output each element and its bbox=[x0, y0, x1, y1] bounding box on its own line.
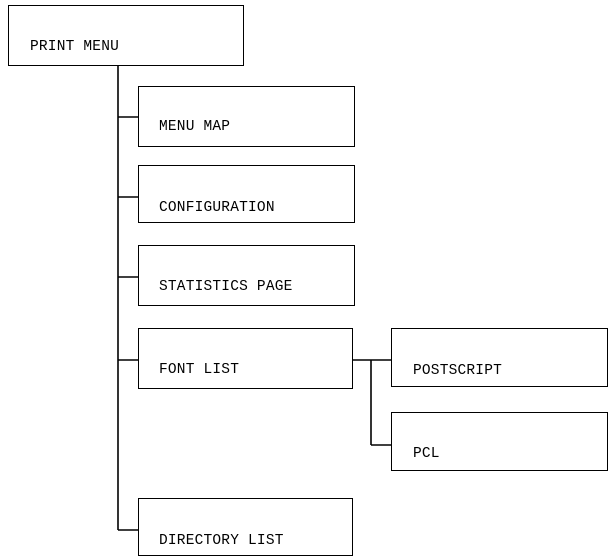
font-list-node: FONT LIST bbox=[138, 328, 353, 389]
print-menu-node: PRINT MENU bbox=[8, 5, 244, 66]
menu-map-label: MENU MAP bbox=[159, 119, 231, 135]
configuration-label: CONFIGURATION bbox=[159, 200, 275, 216]
postscript-node: POSTSCRIPT bbox=[391, 328, 608, 387]
statistics-page-node: STATISTICS PAGE bbox=[138, 245, 355, 306]
font-list-label: FONT LIST bbox=[159, 362, 240, 378]
postscript-label: POSTSCRIPT bbox=[413, 363, 503, 379]
menu-map-node: MENU MAP bbox=[138, 86, 355, 147]
pcl-node: PCL bbox=[391, 412, 608, 471]
directory-list-node: DIRECTORY LIST bbox=[138, 498, 353, 556]
pcl-label: PCL bbox=[413, 446, 440, 462]
print-menu-label: PRINT MENU bbox=[30, 39, 120, 55]
statistics-page-label: STATISTICS PAGE bbox=[159, 279, 293, 295]
directory-list-label: DIRECTORY LIST bbox=[159, 533, 284, 549]
configuration-node: CONFIGURATION bbox=[138, 165, 355, 223]
